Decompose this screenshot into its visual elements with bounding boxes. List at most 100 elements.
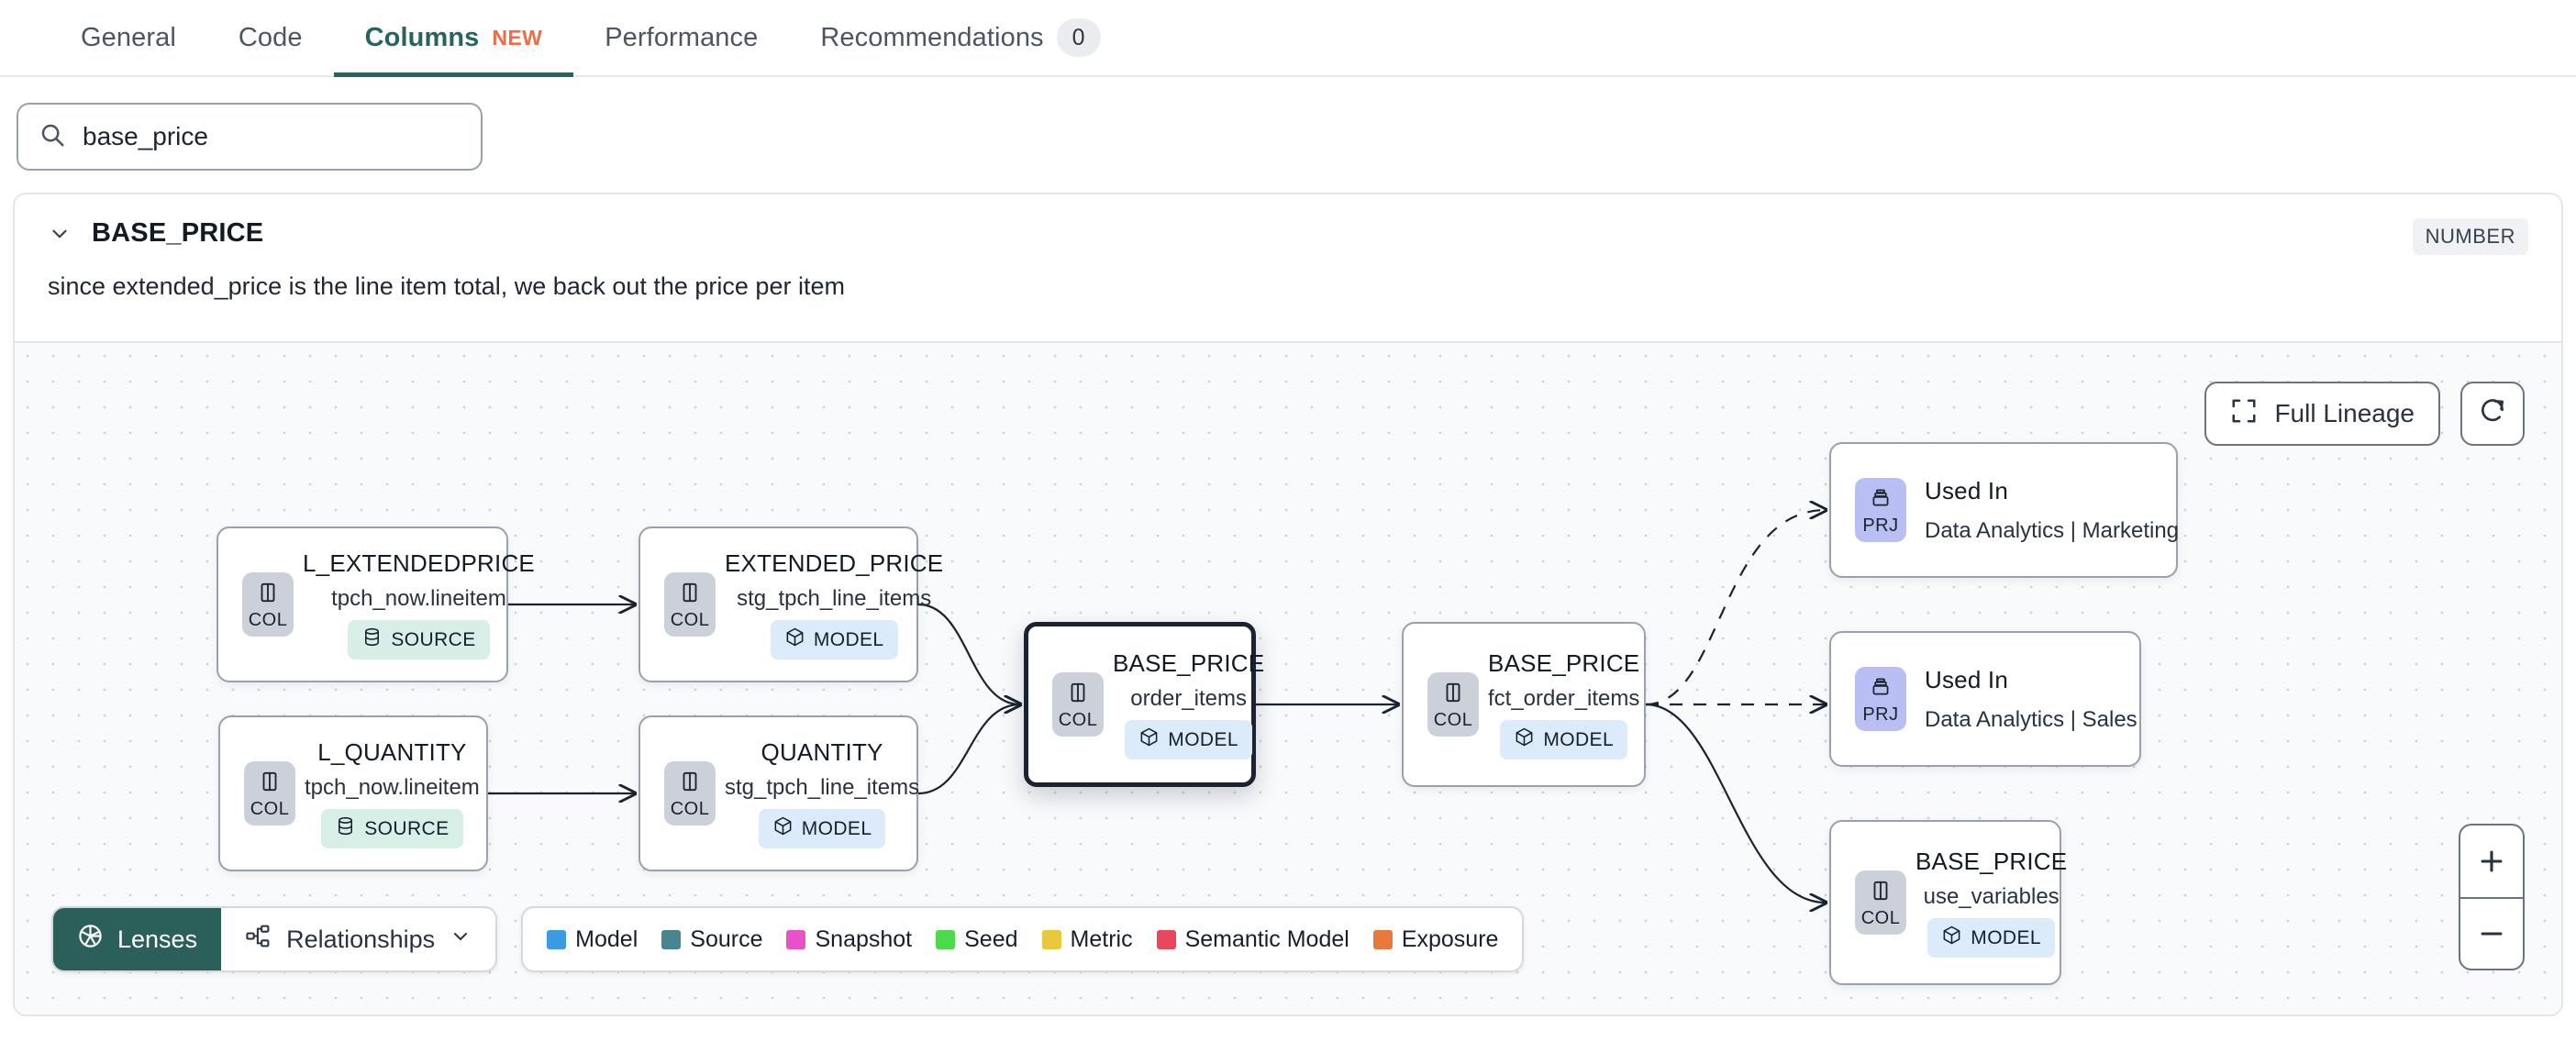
node-type-tag-label: MODEL (801, 817, 872, 839)
legend-label: Exposure (1401, 926, 1499, 952)
tab-label: Code (238, 22, 303, 52)
node-title: Used In (1925, 476, 2009, 504)
legend-swatch (1372, 929, 1393, 949)
node-badge-label: COL (250, 798, 290, 819)
project-icon (1869, 486, 1893, 515)
legend-item-metric[interactable]: Metric (1041, 926, 1133, 953)
legend-item-model[interactable]: Model (547, 926, 638, 953)
column-icon-badge: COL (242, 572, 294, 637)
legend-item-semantic-model[interactable]: Semantic Model (1156, 926, 1349, 953)
node-type-tag: MODEL (1500, 720, 1628, 759)
legend-item-exposure[interactable]: Exposure (1372, 926, 1499, 953)
database-icon (335, 815, 356, 842)
node-type-tag: MODEL (758, 809, 886, 848)
node-title: BASE_PRICE (1113, 649, 1265, 677)
aperture-icon (77, 923, 104, 956)
legend-swatch (661, 929, 682, 949)
database-icon (361, 626, 383, 653)
canvas-controls: Full Lineage (2204, 382, 2525, 446)
node-title: L_EXTENDEDPRICE (303, 549, 535, 577)
legend-item-source[interactable]: Source (661, 926, 762, 953)
cube-icon (1514, 726, 1535, 753)
legend-swatch (936, 929, 956, 949)
node-type-tag: SOURCE (348, 620, 490, 660)
legend-item-snapshot[interactable]: Snapshot (786, 926, 912, 953)
zoom-in-button[interactable] (2460, 826, 2523, 897)
node-badge-label: COL (248, 609, 288, 630)
lenses-group: Lenses Relationships (51, 906, 498, 972)
lenses-button[interactable]: Lenses (53, 908, 222, 970)
column-icon-badge: COL (1052, 672, 1104, 737)
legend-swatch (1041, 929, 1061, 949)
lenses-label: Lenses (117, 925, 198, 953)
tab-label: General (81, 22, 176, 52)
refresh-icon (2478, 396, 2507, 432)
search-area (0, 77, 2576, 171)
node-subtitle: Data Analytics | Marketing (1925, 517, 2180, 543)
column-icon-badge: COL (1427, 672, 1479, 737)
node-title: Used In (1925, 665, 2009, 693)
project-icon-badge: PRJ (1855, 667, 1906, 731)
column-name: BASE_PRICE (92, 218, 264, 248)
node-type-tag-label: SOURCE (391, 628, 476, 650)
node-subtitle: Data Analytics | Sales (1925, 706, 2137, 732)
tab-new-badge: NEW (492, 25, 543, 50)
zoom-controls (2459, 824, 2525, 970)
node-type-tag: MODEL (1125, 720, 1252, 759)
legend-label: Seed (964, 926, 1018, 952)
columns-icon (678, 770, 702, 798)
relationships-dropdown[interactable]: Relationships (221, 908, 495, 970)
tab-code[interactable]: Code (207, 0, 334, 75)
legend-label: Metric (1070, 926, 1133, 952)
column-header: BASE_PRICE NUMBER (15, 194, 2561, 255)
tab-performance[interactable]: Performance (573, 0, 789, 75)
columns-icon (258, 770, 282, 798)
node-subtitle: stg_tpch_line_items (725, 775, 920, 800)
node-title: BASE_PRICE (1915, 848, 2068, 875)
legend-swatch (547, 929, 567, 949)
node-subtitle: stg_tpch_line_items (737, 586, 932, 611)
refresh-button[interactable] (2460, 382, 2525, 446)
cube-icon (1941, 925, 1962, 951)
node-badge-label: COL (670, 609, 710, 630)
legend-swatch (1156, 929, 1176, 949)
node-subtitle: use_variables (1923, 884, 2060, 909)
tab-general[interactable]: General (50, 0, 207, 75)
legend-item-seed[interactable]: Seed (936, 926, 1018, 953)
columns-icon (256, 581, 280, 609)
zoom-out-button[interactable] (2460, 897, 2523, 969)
node-body: Used In Data Analytics | Sales (1906, 666, 2137, 733)
column-icon-badge: COL (1855, 870, 1906, 935)
expand-icon (2230, 397, 2258, 431)
graph-toolbar: Lenses Relationships (51, 906, 1525, 972)
legend-label: Snapshot (815, 926, 913, 952)
hierarchy-icon (245, 923, 272, 956)
search-box[interactable] (17, 103, 483, 171)
node-type-tag: MODEL (770, 620, 898, 660)
search-input[interactable] (81, 121, 461, 152)
column-icon-badge: COL (664, 572, 716, 637)
legend-label: Source (690, 926, 763, 952)
node-title: BASE_PRICE (1488, 649, 1640, 677)
lineage-node-prj_sales[interactable]: PRJ Used In Data Analytics | Sales (1829, 631, 2141, 767)
expand-chevron-icon[interactable] (48, 222, 72, 246)
columns-icon (1869, 879, 1893, 907)
full-lineage-button[interactable]: Full Lineage (2204, 382, 2440, 446)
columns-icon (1066, 681, 1090, 709)
